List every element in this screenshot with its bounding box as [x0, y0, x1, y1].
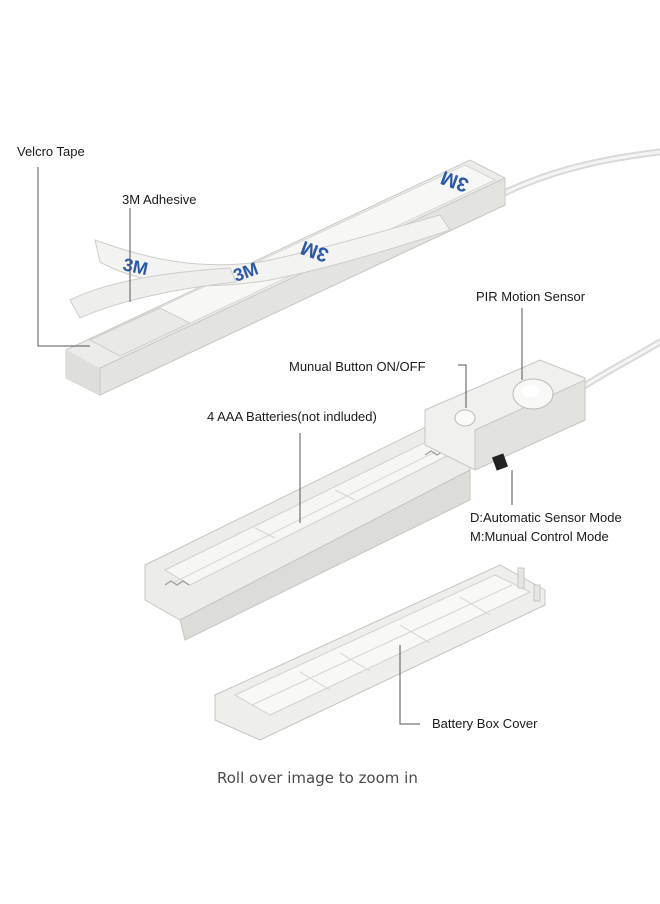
zoom-hint-caption: Roll over image to zoom in [217, 769, 418, 787]
label-manual-button: Munual Button ON/OFF [289, 359, 426, 374]
leader-button [458, 364, 467, 408]
label-battery-box-cover: Battery Box Cover [432, 716, 538, 731]
callout-lines [37, 167, 523, 725]
battery-cover-unit [214, 564, 546, 741]
label-pir-motion-sensor: PIR Motion Sensor [476, 289, 586, 304]
leader-velcro [37, 167, 90, 347]
label-manual-control-mode: M:Munual Control Mode [470, 529, 609, 544]
logo-3m-mark: 3M [121, 254, 150, 279]
light-bar-unit: 3M 3M 3M 3M [65, 148, 660, 396]
label-aaa-batteries: 4 AAA Batteries(not indluded) [207, 409, 377, 424]
label-automatic-sensor-mode: D:Automatic Sensor Mode [470, 510, 622, 525]
leader-cover [399, 645, 420, 725]
label-velcro-tape: Velcro Tape [17, 144, 85, 159]
label-3m-adhesive: 3M Adhesive [122, 192, 197, 207]
battery-tray-unit [144, 338, 660, 641]
